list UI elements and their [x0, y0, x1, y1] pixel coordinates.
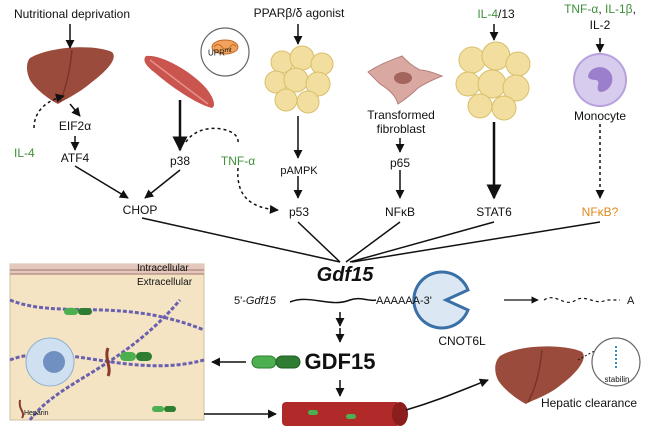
blood-vessel-icon: [282, 402, 408, 426]
upr-sup: mt: [224, 48, 232, 54]
tnf-mediator-label: TNF-α: [220, 154, 256, 168]
stabilin-receptor-icon: [591, 337, 641, 387]
il4-mediator-label: IL-4: [14, 146, 35, 160]
intracellular-label: Intracellular: [137, 263, 189, 274]
slash13-text: /13: [498, 7, 515, 21]
p65-label: p65: [389, 156, 411, 170]
mrna-5prime-label: 5'-Gdf15: [234, 294, 276, 308]
il2-label: IL-2: [589, 18, 611, 32]
il4-13-label: IL-4/13: [477, 7, 514, 21]
tissue-panel: [9, 263, 205, 421]
gdf15-protein-label: GDF15: [304, 349, 376, 374]
tnf-alpha-text: TNF-α: [564, 2, 599, 16]
hepatic-clearance-label: Hepatic clearance: [540, 396, 638, 410]
fibroblast-label-1: Transformed: [367, 108, 435, 122]
il1b-text: IL-1β: [605, 2, 633, 16]
monocyte-label: Monocyte: [573, 109, 627, 123]
nfkb-question-label: NFκB?: [581, 205, 619, 219]
cyto-sep2: ,: [632, 2, 636, 16]
p38-label: p38: [169, 154, 191, 168]
polya-tail-label: AAAAAA-3': [376, 295, 432, 307]
monocyte-icon: [573, 53, 627, 107]
atf4-label: ATF4: [60, 151, 90, 165]
liver-icon: [27, 47, 114, 104]
cyto-sep1: ,: [598, 2, 605, 16]
ppar-agonist-label: PPARβ/δ agonist: [253, 6, 345, 20]
fibroblast-label-2: fibroblast: [376, 122, 426, 136]
stat6-label: STAT6: [476, 205, 512, 219]
gdf15-dimer-icon: [251, 355, 301, 369]
il4-text: IL-4: [477, 7, 498, 21]
gdf15-gene-label: Gdf15: [316, 264, 374, 286]
upr-mitochondria-icon: [200, 27, 250, 77]
mrna-gene-text: Gdf15: [245, 295, 276, 307]
nutritional-deprivation-label: Nutritional deprivation: [13, 7, 131, 21]
heparin-label: Heparin: [24, 410, 49, 417]
muscle-icon: [144, 55, 214, 108]
chop-label: CHOP: [122, 203, 158, 217]
eif2a-label: EIF2α: [58, 119, 92, 133]
adipose-tissue-2-icon: [455, 41, 531, 121]
upr-label: UPRmt: [208, 44, 232, 61]
degraded-a-label: A: [627, 295, 635, 307]
gdf15-bound-icon: [64, 308, 176, 412]
adipose-tissue-icon: [264, 45, 334, 114]
extracellular-label: Extracellular: [137, 277, 193, 288]
fibroblast-icon: [367, 55, 444, 105]
upr-text: UPR: [208, 48, 225, 58]
stabilin-label: stabilin: [604, 375, 630, 384]
liver-clearance-icon: [495, 346, 584, 404]
p53-label: p53: [288, 205, 310, 219]
cytokines-label: TNF-α, IL-1β,: [564, 2, 636, 16]
cnot6l-enzyme-icon: [412, 270, 470, 330]
mrna-prefix-text: 5'-: [234, 295, 246, 307]
pampk-label: pAMPK: [280, 165, 318, 177]
cnot6l-label: CNOT6L: [438, 334, 486, 348]
nfkb-label: NFκB: [385, 205, 415, 219]
